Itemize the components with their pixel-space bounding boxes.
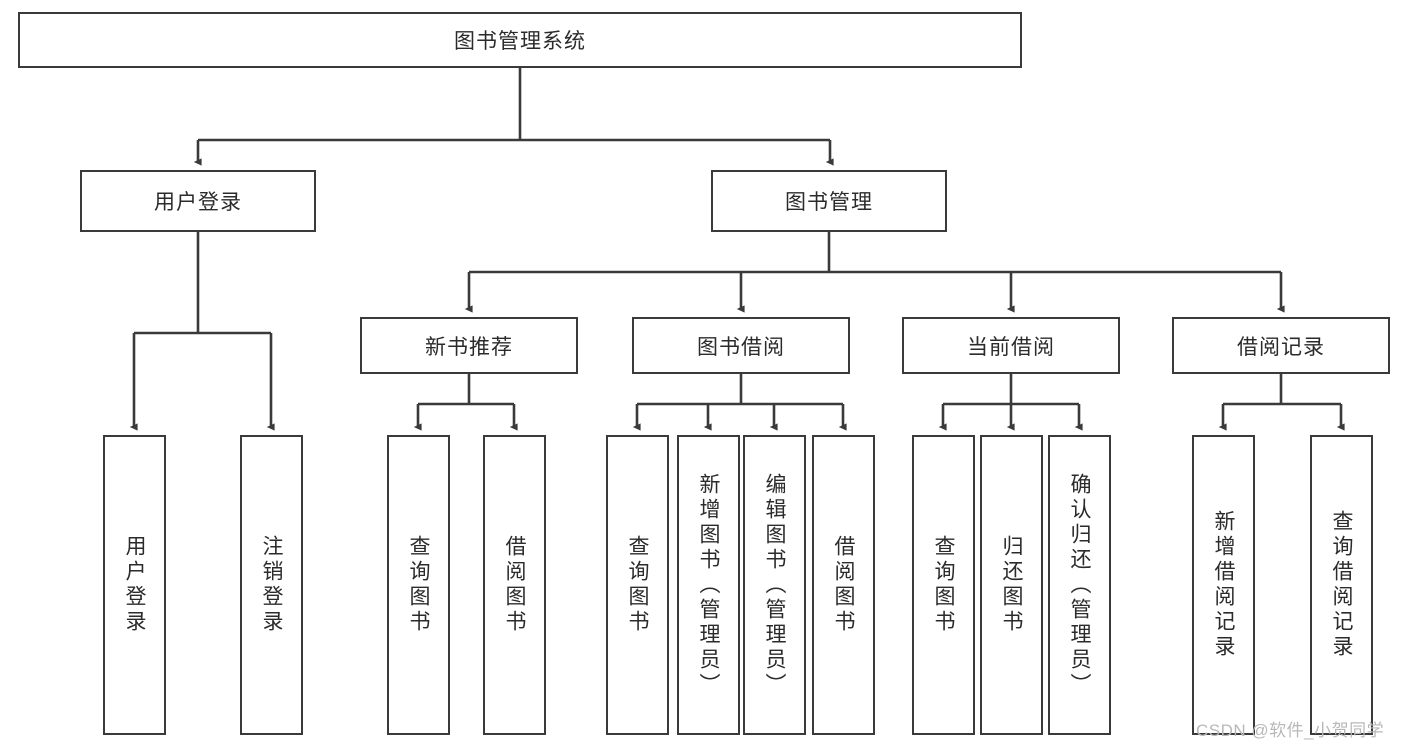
node-label: 当前借阅 [967,335,1055,359]
leaf-node-新增借阅记录-11[interactable]: 新增借阅记录 [1192,435,1255,735]
node-新书推荐[interactable]: 新书推荐 [360,317,578,374]
leaf-node-借阅图书-7[interactable]: 借阅图书 [812,435,875,735]
node-root-label: 图书管理系统 [454,30,586,53]
leaf-node-新增图书管理员-5[interactable]: 新增图书（管理员） [677,435,740,735]
leaf-node-借阅图书-3[interactable]: 借阅图书 [483,435,546,735]
leaf-node-label: 注销登录 [260,535,283,635]
leaf-node-查询图书-4[interactable]: 查询图书 [606,435,669,735]
node-root[interactable]: 图书管理系统 [18,12,1022,68]
watermark: CSDN @软件_小贺同学 [1196,721,1385,740]
leaf-node-label: 借阅图书 [832,535,855,635]
leaf-node-label: 确认归还（管理员） [1068,472,1091,698]
node-label: 借阅记录 [1237,335,1325,359]
leaf-node-注销登录-1[interactable]: 注销登录 [240,435,303,735]
node-用户登录[interactable]: 用户登录 [80,170,316,232]
leaf-node-label: 归还图书 [1000,535,1023,635]
leaf-node-label: 查询图书 [626,535,649,635]
node-label: 图书管理 [785,191,873,214]
leaf-node-label: 编辑图书（管理员） [763,472,786,698]
node-借阅记录[interactable]: 借阅记录 [1172,317,1390,374]
leaf-node-label: 借阅图书 [503,535,526,635]
leaf-node-编辑图书管理员-6[interactable]: 编辑图书（管理员） [743,435,806,735]
leaf-node-label: 查询图书 [407,535,430,635]
leaf-node-查询图书-8[interactable]: 查询图书 [912,435,975,735]
leaf-node-用户登录-0[interactable]: 用户登录 [103,435,166,735]
leaf-node-归还图书-9[interactable]: 归还图书 [980,435,1043,735]
leaf-node-label: 新增借阅记录 [1212,510,1235,660]
node-label: 用户登录 [154,191,242,214]
node-图书管理[interactable]: 图书管理 [711,170,947,232]
node-label: 新书推荐 [425,335,513,359]
node-当前借阅[interactable]: 当前借阅 [902,317,1120,374]
leaf-node-label: 用户登录 [123,535,146,635]
node-图书借阅[interactable]: 图书借阅 [632,317,850,374]
leaf-node-查询图书-2[interactable]: 查询图书 [387,435,450,735]
node-label: 图书借阅 [697,335,785,359]
leaf-node-label: 查询借阅记录 [1330,510,1353,660]
leaf-node-查询借阅记录-12[interactable]: 查询借阅记录 [1310,435,1373,735]
leaf-node-label: 查询图书 [932,535,955,635]
leaf-node-label: 新增图书（管理员） [697,472,720,698]
leaf-node-确认归还管理员-10[interactable]: 确认归还（管理员） [1048,435,1111,735]
